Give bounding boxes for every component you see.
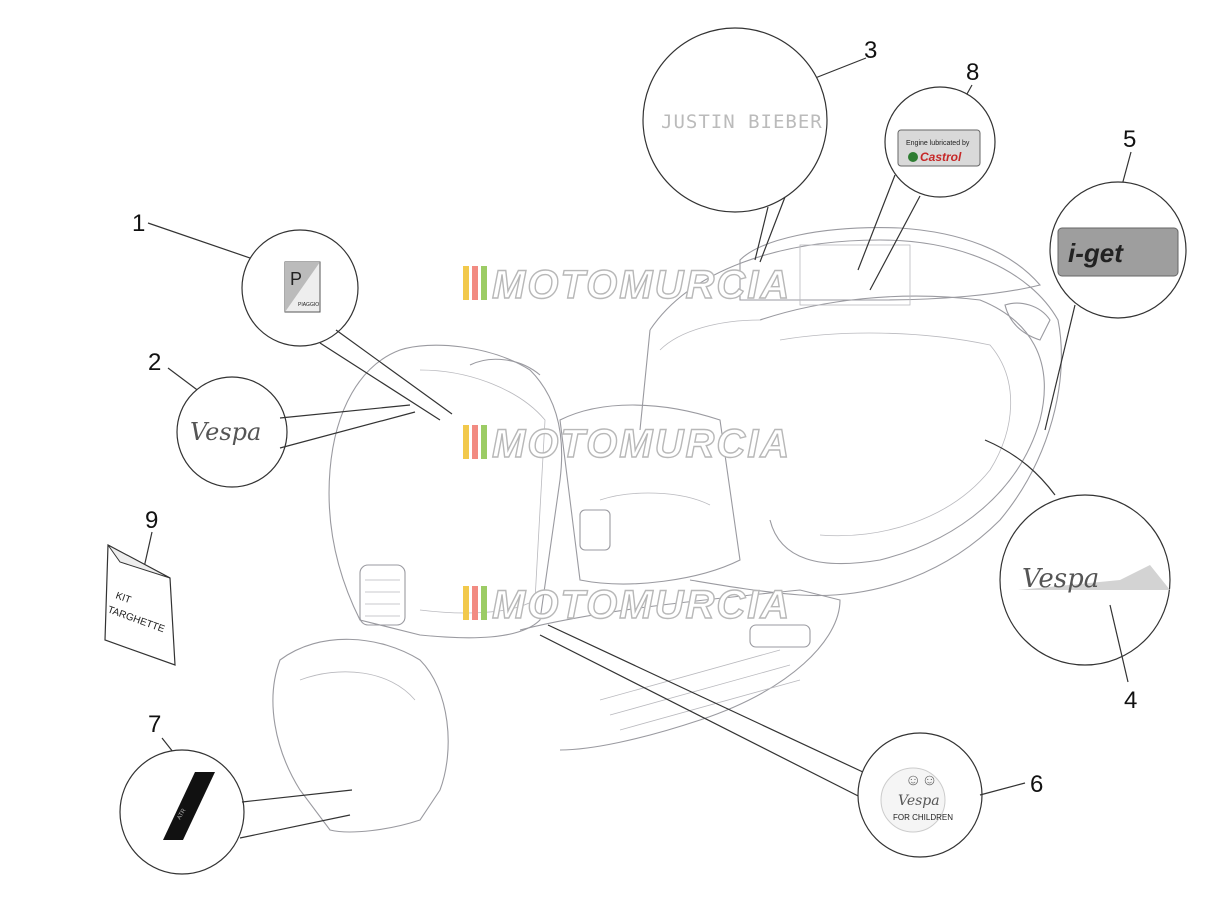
svg-text:i-get: i-get <box>1068 238 1124 268</box>
callout-number-4: 4 <box>1124 687 1137 714</box>
callout-3: JUSTIN BIEBER 3 <box>642 27 877 263</box>
svg-text:Castrol: Castrol <box>920 150 962 164</box>
children-figures-icon: ☺☺ <box>905 772 938 789</box>
children-decal: ☺☺ Vespa FOR CHILDREN <box>880 767 953 833</box>
piaggio-badge-icon: P PIAGGIO <box>284 261 321 313</box>
iget-decal: i-get <box>1057 227 1179 277</box>
vespa-side-decal: Vespa <box>1018 564 1170 594</box>
callout-8: Engine lubricated by Castrol 8 <box>857 59 996 291</box>
stripe-decal: ATR <box>163 772 215 840</box>
callout-number-5: 5 <box>1123 126 1136 153</box>
callout-number-8: 8 <box>966 59 979 86</box>
svg-text:Vespa: Vespa <box>1022 564 1099 594</box>
callout-number-3: 3 <box>864 37 877 64</box>
castrol-decal: Engine lubricated by Castrol <box>897 129 981 167</box>
signature-decal: JUSTIN BIEBER <box>661 111 823 133</box>
watermark-top: MOTOMURCIA <box>463 262 791 308</box>
callout-6: ☺☺ Vespa FOR CHILDREN 6 <box>539 624 1043 858</box>
watermark-bottom: MOTOMURCIA <box>463 582 791 628</box>
callout-1: P PIAGGIO 1 <box>132 210 453 421</box>
callout-number-9: 9 <box>145 507 158 534</box>
svg-text:P: P <box>290 269 302 289</box>
watermark-middle: MOTOMURCIA <box>463 421 791 467</box>
callout-number-6: 6 <box>1030 771 1043 798</box>
callout-5: i-get 5 <box>1044 126 1187 431</box>
watermark-text: MOTOMURCIA <box>492 263 791 307</box>
callout-2: Vespa 2 <box>148 349 416 488</box>
vespa-script-decal: Vespa <box>190 418 261 446</box>
svg-text:PIAGGIO: PIAGGIO <box>298 302 319 308</box>
scooter-outline <box>272 227 1062 833</box>
kit-bag-icon: KIT TARGHETTE <box>104 544 176 666</box>
svg-text:ATR: ATR <box>177 807 188 821</box>
callout-9: KIT TARGHETTE 9 <box>104 507 176 666</box>
watermark-text: MOTOMURCIA <box>492 422 791 466</box>
watermark-text: MOTOMURCIA <box>492 583 791 627</box>
callout-number-2: 2 <box>148 349 161 376</box>
callout-number-7: 7 <box>148 711 161 738</box>
svg-text:KIT: KIT <box>114 590 132 606</box>
callout-4: Vespa 4 <box>984 439 1171 714</box>
svg-text:Engine lubricated by: Engine lubricated by <box>906 140 970 147</box>
svg-text:Vespa: Vespa <box>898 793 940 809</box>
callout-number-1: 1 <box>132 210 145 237</box>
callout-7: ATR 7 <box>119 711 353 875</box>
svg-text:FOR CHILDREN: FOR CHILDREN <box>893 813 953 822</box>
